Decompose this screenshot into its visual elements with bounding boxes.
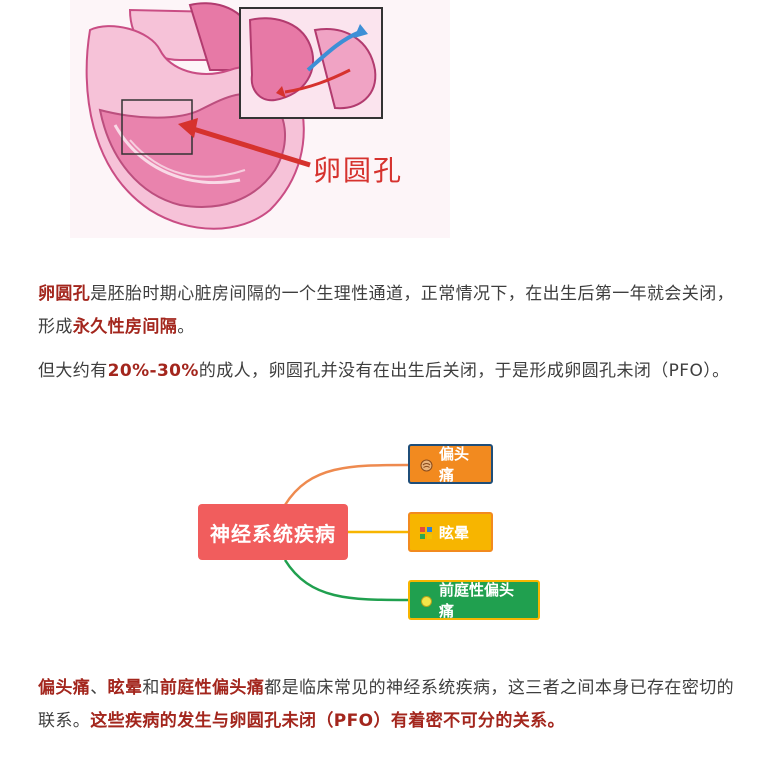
heart-illustration: 卵圆孔 — [70, 0, 450, 238]
mindmap-center-node: 神经系统疾病 — [198, 504, 348, 560]
connector-migraine — [283, 463, 409, 506]
dots-icon — [420, 526, 433, 539]
foramen-label: 卵圆孔 — [313, 154, 403, 187]
mindmap-node-migraine: 偏头痛 — [408, 444, 493, 484]
paragraph-definition: 卵圆孔是胚胎时期心脏房间隔的一个生理性通道，正常情况下，在出生后第一年就会关闭，… — [38, 284, 735, 337]
paragraph-relationship: 偏头痛、眩晕和前庭性偏头痛都是临床常见的神经系统疾病，这三者之间本身已存在密切的… — [38, 678, 735, 731]
mindmap-node-vertigo: 眩晕 — [408, 512, 493, 552]
brain-icon — [420, 458, 433, 471]
paragraph-pfo: 但大约有20%-30%的成人，卵圆孔并没有在出生后关闭，于是形成卵圆孔未闭（PF… — [38, 361, 730, 381]
connector-vestibular — [283, 559, 409, 602]
dot-icon — [420, 594, 433, 607]
mindmap-node-vestibular-migraine: 前庭性偏头痛 — [408, 580, 540, 620]
emphasis-conclusion: 这些疾病的发生与卵圆孔未闭（PFO）有着密不可分的关系。 — [90, 711, 565, 731]
term-foramen-ovale: 卵圆孔 — [38, 284, 91, 304]
emphasis-percentage: 20%-30% — [107, 361, 199, 381]
emphasis-septum: 永久性房间隔 — [72, 317, 178, 337]
mindmap-connectors — [283, 463, 409, 602]
